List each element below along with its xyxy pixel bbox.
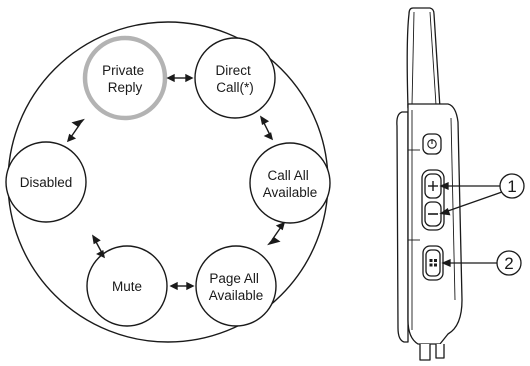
grid-icon [429,259,437,267]
volume-rocker[interactable] [421,169,445,231]
belt-clip [396,111,409,343]
power-button[interactable] [422,133,442,155]
mode-label: Page All Available [209,271,264,303]
callout-number: 2 [504,254,513,273]
mode-node-direct-call: Direct Call(*) [194,37,276,119]
mode-node-private-reply: Private Reply [82,35,168,121]
power-icon [427,139,437,149]
mode-node-disabled: Disabled [5,141,87,223]
mode-node-call-all-available: Call All Available [249,142,331,224]
mode-label: Disabled [20,175,73,190]
mode-node-circle [195,245,277,327]
bottom-connector [419,344,445,361]
callout-volume-buttons: 1 [499,173,525,199]
connector-disabled-private-reply [66,118,85,143]
mode-node-circle [194,37,276,119]
mode-node-circle [249,142,331,224]
connector-page-all-available-mute [169,281,195,291]
volume-up-button[interactable] [424,173,442,199]
mode-node-circle [5,141,87,223]
mode-node-circle [82,35,168,121]
plus-icon [428,181,438,191]
mode-label: Call All Available [263,168,318,200]
callout-leaders [439,182,503,267]
mode-label: Mute [112,279,142,294]
mode-node-page-all-available: Page All Available [195,245,277,327]
connector-mute-disabled [92,234,105,259]
callout-menu-button: 2 [496,250,522,276]
radio-device-side-view [396,7,463,361]
connector-call-all-available-page-all-available [267,221,286,246]
mode-label: Private Reply [102,63,148,95]
volume-down-button[interactable] [424,201,442,227]
mode-label: Direct Call(*) [215,63,254,95]
mode-node-mute: Mute [86,245,168,327]
menu-button[interactable] [422,245,444,281]
connector-private-reply-direct-call [166,73,194,83]
mode-node-circle [86,245,168,327]
connector-direct-call-call-all-available [259,115,274,141]
callout-number: 1 [507,177,516,196]
